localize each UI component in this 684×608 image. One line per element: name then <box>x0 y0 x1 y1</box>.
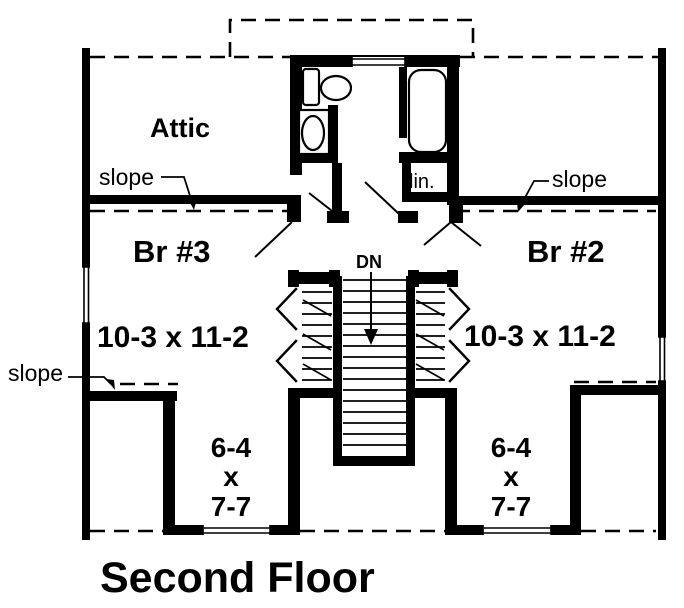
bath-right-wall <box>447 55 459 205</box>
dn-label: DN <box>356 252 382 272</box>
sink <box>297 108 331 156</box>
stair-top-wall-right-cap-b <box>447 270 458 287</box>
stair-west-wall <box>288 388 300 535</box>
slope-label-upper-left: slope <box>99 164 154 190</box>
hall-jamb-foot-left <box>327 211 349 223</box>
stair-treads <box>343 279 406 446</box>
sink-south-wall <box>290 152 338 163</box>
hall-door-swing <box>364 181 400 215</box>
nook-left-dim-line2: x <box>223 461 239 492</box>
bottom-window-left <box>202 525 271 535</box>
linen-bottom-wall <box>402 192 459 202</box>
stair-bottom-wall <box>333 456 415 466</box>
stair-stringer-east <box>406 276 415 466</box>
nook-right-dim-line3: 7-7 <box>491 491 531 522</box>
bath-window <box>351 57 406 67</box>
br3-door-swing <box>254 221 293 258</box>
br2-door-swing-b <box>450 221 482 247</box>
left-closet-top-wall <box>82 391 177 401</box>
roof-outline-dashed <box>90 18 658 533</box>
eaves-access-chevron-right-lower <box>448 339 471 383</box>
sink-east-wall <box>328 105 338 163</box>
br3-label: Br #3 <box>133 234 211 269</box>
stairwell <box>275 270 471 535</box>
linen-closet-label: lin. <box>409 171 435 193</box>
eaves-access-chevron-left-upper <box>275 287 298 331</box>
door-swings <box>254 181 482 258</box>
hall-jamb-foot-right <box>398 211 418 223</box>
stair-flank-bottom-left <box>288 388 340 398</box>
lower-closet-walls <box>82 385 666 535</box>
toilet-tank <box>301 67 321 107</box>
slope-leader-upper-right <box>520 180 549 206</box>
slope-label-upper-right: slope <box>552 166 607 192</box>
bath-door-swing <box>308 192 337 215</box>
slope-leader-upper-right-arrowhead <box>517 202 525 212</box>
linen-west-wall <box>402 163 411 202</box>
sink-basin <box>300 114 326 152</box>
right-closet-west-wall <box>570 385 581 535</box>
dn-arrow-head <box>364 329 378 345</box>
eaves-access-chevron-left-lower <box>275 339 298 383</box>
stair-stringer-west <box>333 276 342 466</box>
slope-leader-upper-left <box>161 176 193 203</box>
stair-flank-bottom-right <box>406 388 457 398</box>
page-title: Second Floor <box>100 554 375 602</box>
bottom-window-right <box>482 525 552 535</box>
slope-wall-left-jamb <box>287 195 301 222</box>
stair-top-wall-right <box>408 272 458 284</box>
right-closet-top-wall <box>570 385 666 395</box>
linen-top-wall <box>399 152 459 163</box>
eaves-access-chevron-right-upper <box>448 287 471 331</box>
top-protrusion-dashed <box>228 18 475 57</box>
slope-leader-upper-left-arrowhead <box>188 198 197 210</box>
br2-door-swing-a <box>423 221 452 246</box>
nook-right-dim-line2: x <box>503 461 519 492</box>
eaves-hatch-right <box>416 291 445 381</box>
stair-top-wall-left <box>288 272 340 284</box>
br2-dimensions: 10-3 x 11-2 <box>464 320 616 353</box>
nook-left-dim-line1: 6-4 <box>211 432 252 463</box>
slope-leaders <box>68 176 549 390</box>
eaves-hatch-left <box>302 291 332 381</box>
slope-wall-right <box>449 196 666 205</box>
dn-arrow <box>364 272 378 345</box>
toilet <box>301 67 353 107</box>
nook-left-dim-line3: 7-7 <box>211 491 251 522</box>
right-wall-window <box>658 336 666 382</box>
windows <box>82 57 666 535</box>
labels: Attic slope slope slope Br #3 Br #2 10-3… <box>8 113 616 602</box>
stair-top-wall-left-cap-a <box>288 270 299 287</box>
left-wall-window <box>82 266 90 324</box>
stair-east-wall <box>445 388 457 535</box>
slope-label-lower-left: slope <box>8 360 63 386</box>
bathroom-fixtures <box>297 67 448 156</box>
slope-leader-lower-left-arrowhead <box>106 379 115 390</box>
attic-label: Attic <box>150 113 210 143</box>
br3-dimensions: 10-3 x 11-2 <box>97 321 249 354</box>
eaves-hatch-left-diagonals <box>302 299 332 381</box>
left-closet-east-wall <box>163 391 175 535</box>
outer-wall-right <box>658 48 666 540</box>
toilet-bowl <box>319 74 353 102</box>
eaves-hatch-right-diagonals <box>415 299 445 381</box>
nook-right-dim-line1: 6-4 <box>491 432 532 463</box>
br2-label: Br #2 <box>527 234 605 269</box>
bathtub <box>407 68 448 154</box>
slope-wall-right-jamb <box>449 196 463 223</box>
tub-partition-wall <box>399 63 407 138</box>
hall-bath-jamb-wall <box>332 163 342 213</box>
slope-walls <box>82 195 666 223</box>
